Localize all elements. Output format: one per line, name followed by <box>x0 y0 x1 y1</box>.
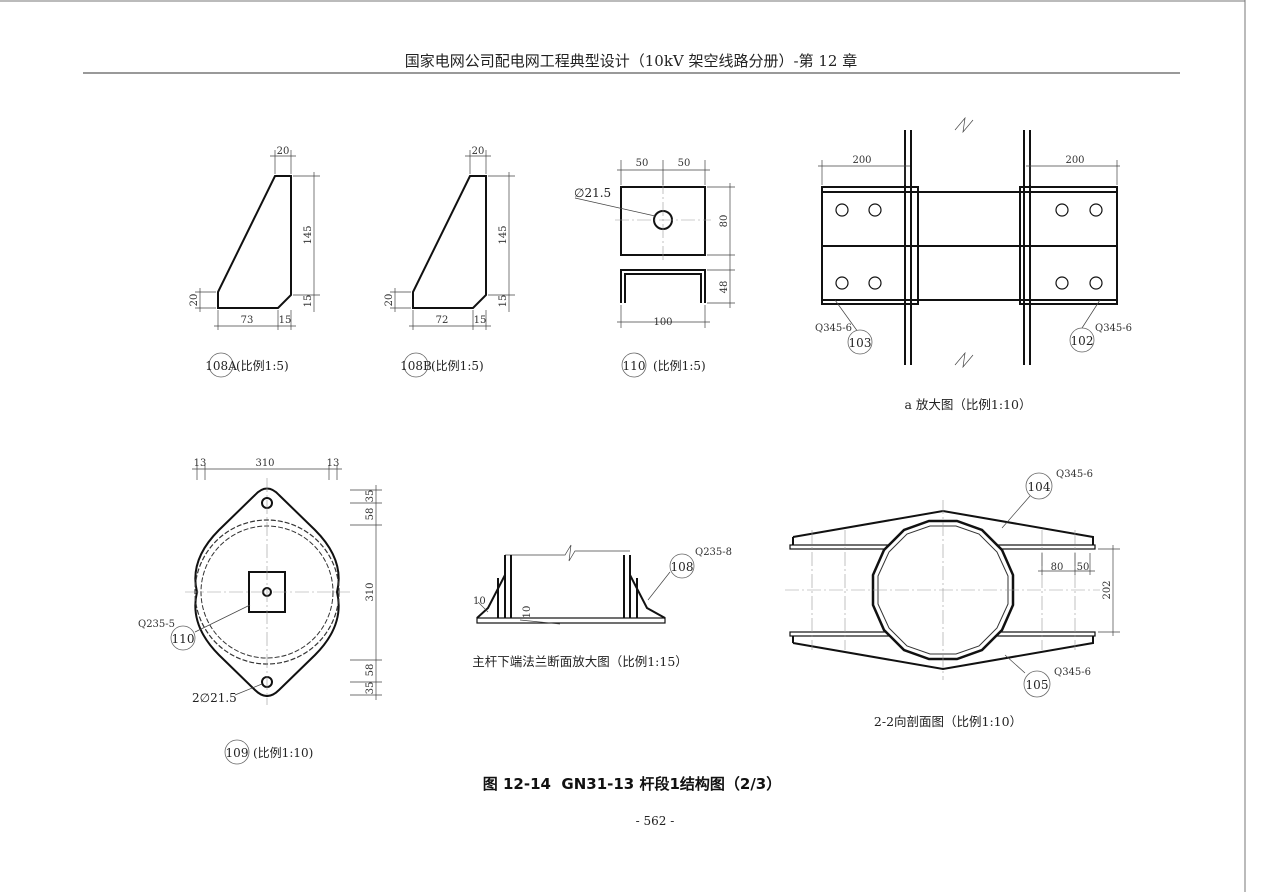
label: 72 <box>436 315 449 326</box>
label: 102 <box>1071 334 1094 348</box>
section-2-2-drawing: 80 50 202 104 Q345-6 105 Q345-6 2-2向剖面图（… <box>785 469 1120 729</box>
page-number: - 562 - <box>636 814 675 828</box>
label: Q235-8 <box>695 547 732 558</box>
label: 58 <box>365 508 376 521</box>
label: Q235-5 <box>138 619 175 630</box>
label: Q345-6 <box>1095 323 1132 334</box>
label: 10 <box>473 596 486 607</box>
label: 80 <box>1051 562 1064 573</box>
part-108A-drawing: 20 145 20 15 73 15 108A (比例1:5) <box>189 146 320 378</box>
part-109-drawing: 310 13 13 35 58 310 58 35 Q235-5 110 2∅2… <box>138 458 382 765</box>
label: 35 <box>365 682 376 695</box>
label: 73 <box>241 315 254 326</box>
part-id: 108B <box>400 359 432 373</box>
scale-label: (比例1:5) <box>431 359 484 373</box>
label: 20 <box>384 294 395 307</box>
part-id: 108A <box>205 359 237 373</box>
part-id: 109 <box>226 746 249 760</box>
label: 15 <box>303 295 314 308</box>
part-110-drawing: 50 50 ∅21.5 80 48 100 110 (比例1:5) <box>574 158 735 378</box>
label: 108 <box>671 560 694 574</box>
label: 15 <box>498 295 509 308</box>
label: 20 <box>189 294 200 307</box>
label: 13 <box>327 458 340 469</box>
label: 50 <box>1077 562 1090 573</box>
caption: 主杆下端法兰断面放大图（比例1:15） <box>472 654 688 669</box>
part-id: 110 <box>623 359 646 373</box>
label: 50 <box>636 158 649 169</box>
label: 58 <box>365 664 376 677</box>
caption: a 放大图（比例1:10） <box>905 397 1032 412</box>
label: 202 <box>1102 580 1113 599</box>
label: 50 <box>678 158 691 169</box>
label: 145 <box>303 225 314 244</box>
label: 48 <box>719 281 730 294</box>
label: 2∅21.5 <box>192 691 237 705</box>
label: 310 <box>255 458 274 469</box>
label: 103 <box>849 336 872 350</box>
label: 20 <box>472 146 485 157</box>
label: 310 <box>365 582 376 601</box>
scale-label: (比例1:10) <box>253 746 313 760</box>
label: 13 <box>194 458 207 469</box>
flange-section-drawing: 10 10 108 Q235-8 主杆下端法兰断面放大图（比例1:15） <box>472 544 732 669</box>
figure-caption: 图 12-14 GN31-13 杆段1结构图（2/3） <box>483 775 782 793</box>
label: 105 <box>1026 678 1049 692</box>
label: 145 <box>498 225 509 244</box>
label: 110 <box>172 632 195 646</box>
label: Q345-6 <box>815 323 852 334</box>
label: 20 <box>277 146 290 157</box>
label: 104 <box>1028 480 1051 494</box>
part-108B-drawing: 20 145 20 15 72 15 108B (比例1:5) <box>384 146 515 378</box>
label: 200 <box>852 155 871 166</box>
scale-label: (比例1:5) <box>653 359 706 373</box>
label: ∅21.5 <box>574 186 611 200</box>
label: Q345-6 <box>1054 667 1091 678</box>
label: 35 <box>365 490 376 503</box>
label: 15 <box>279 315 292 326</box>
scale-label: (比例1:5) <box>236 359 289 373</box>
label: 80 <box>719 215 730 228</box>
label: 200 <box>1065 155 1084 166</box>
label: 10 <box>522 606 533 619</box>
header-title: 国家电网公司配电网工程典型设计（10kV 架空线路分册）-第 12 章 <box>405 52 857 70</box>
label: Q345-6 <box>1056 469 1093 480</box>
label: 15 <box>474 315 487 326</box>
caption: 2-2向剖面图（比例1:10） <box>874 714 1022 729</box>
detail-a-drawing: 200 200 Q345-6 103 Q345-6 102 a 放大图（比例1:… <box>815 116 1132 412</box>
label: 100 <box>653 317 672 328</box>
